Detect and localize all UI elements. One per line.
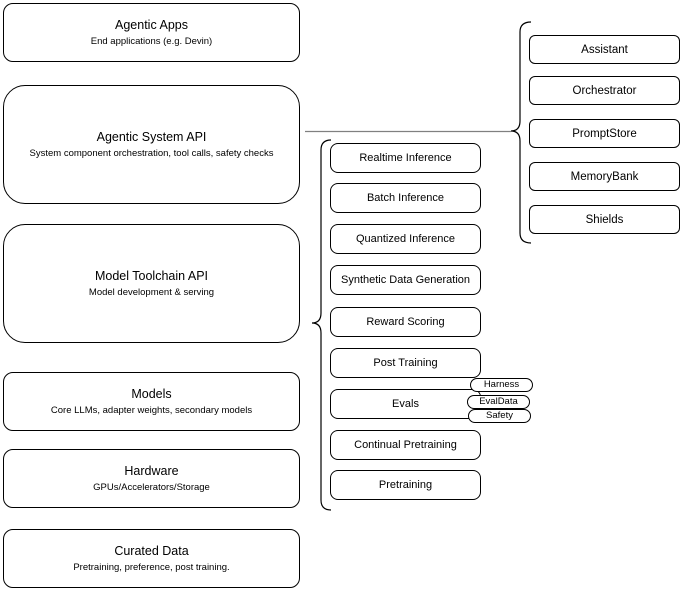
- node-subtitle: GPUs/Accelerators/Storage: [93, 481, 210, 493]
- node-hardware: Hardware GPUs/Accelerators/Storage: [3, 449, 300, 508]
- node-realtime-inference: Realtime Inference: [330, 143, 481, 173]
- node-orchestrator: Orchestrator: [529, 76, 680, 105]
- node-evals: Evals: [330, 389, 481, 419]
- node-title: Model Toolchain API: [94, 268, 209, 283]
- node-title: Models: [131, 386, 172, 401]
- node-subtitle: Model development & serving: [88, 286, 215, 298]
- node-title: Hardware: [124, 463, 179, 478]
- node-subtitle: Pretraining, preference, post training.: [73, 561, 230, 573]
- node-subtitle: System component orchestration, tool cal…: [29, 147, 274, 159]
- node-quantized-inference: Quantized Inference: [330, 224, 481, 254]
- node-batch-inference: Batch Inference: [330, 183, 481, 213]
- node-assistant: Assistant: [529, 35, 680, 64]
- node-title: Agentic System API: [96, 129, 207, 144]
- node-agentic-apps: Agentic Apps End applications (e.g. Devi…: [3, 3, 300, 62]
- node-curated-data: Curated Data Pretraining, preference, po…: [3, 529, 300, 588]
- node-shields: Shields: [529, 205, 680, 234]
- node-subtitle: End applications (e.g. Devin): [90, 35, 213, 47]
- system-brace: [510, 21, 532, 244]
- node-memorybank: MemoryBank: [529, 162, 680, 191]
- node-evals-safety: Safety: [468, 409, 531, 423]
- node-evals-evaldata: EvalData: [467, 395, 530, 409]
- node-models: Models Core LLMs, adapter weights, secon…: [3, 372, 300, 431]
- node-promptstore: PromptStore: [529, 119, 680, 148]
- node-evals-harness: Harness: [470, 378, 533, 392]
- node-agentic-system-api: Agentic System API System component orch…: [3, 85, 300, 204]
- node-continual-pretraining: Continual Pretraining: [330, 430, 481, 460]
- node-title: Agentic Apps: [115, 17, 188, 32]
- node-synthetic-data-generation: Synthetic Data Generation: [330, 265, 481, 295]
- node-reward-scoring: Reward Scoring: [330, 307, 481, 337]
- node-post-training: Post Training: [330, 348, 481, 378]
- toolchain-brace: [311, 139, 332, 511]
- node-pretraining: Pretraining: [330, 470, 481, 500]
- node-model-toolchain-api: Model Toolchain API Model development & …: [3, 224, 300, 343]
- node-subtitle: Core LLMs, adapter weights, secondary mo…: [50, 404, 253, 416]
- node-title: Curated Data: [114, 543, 189, 558]
